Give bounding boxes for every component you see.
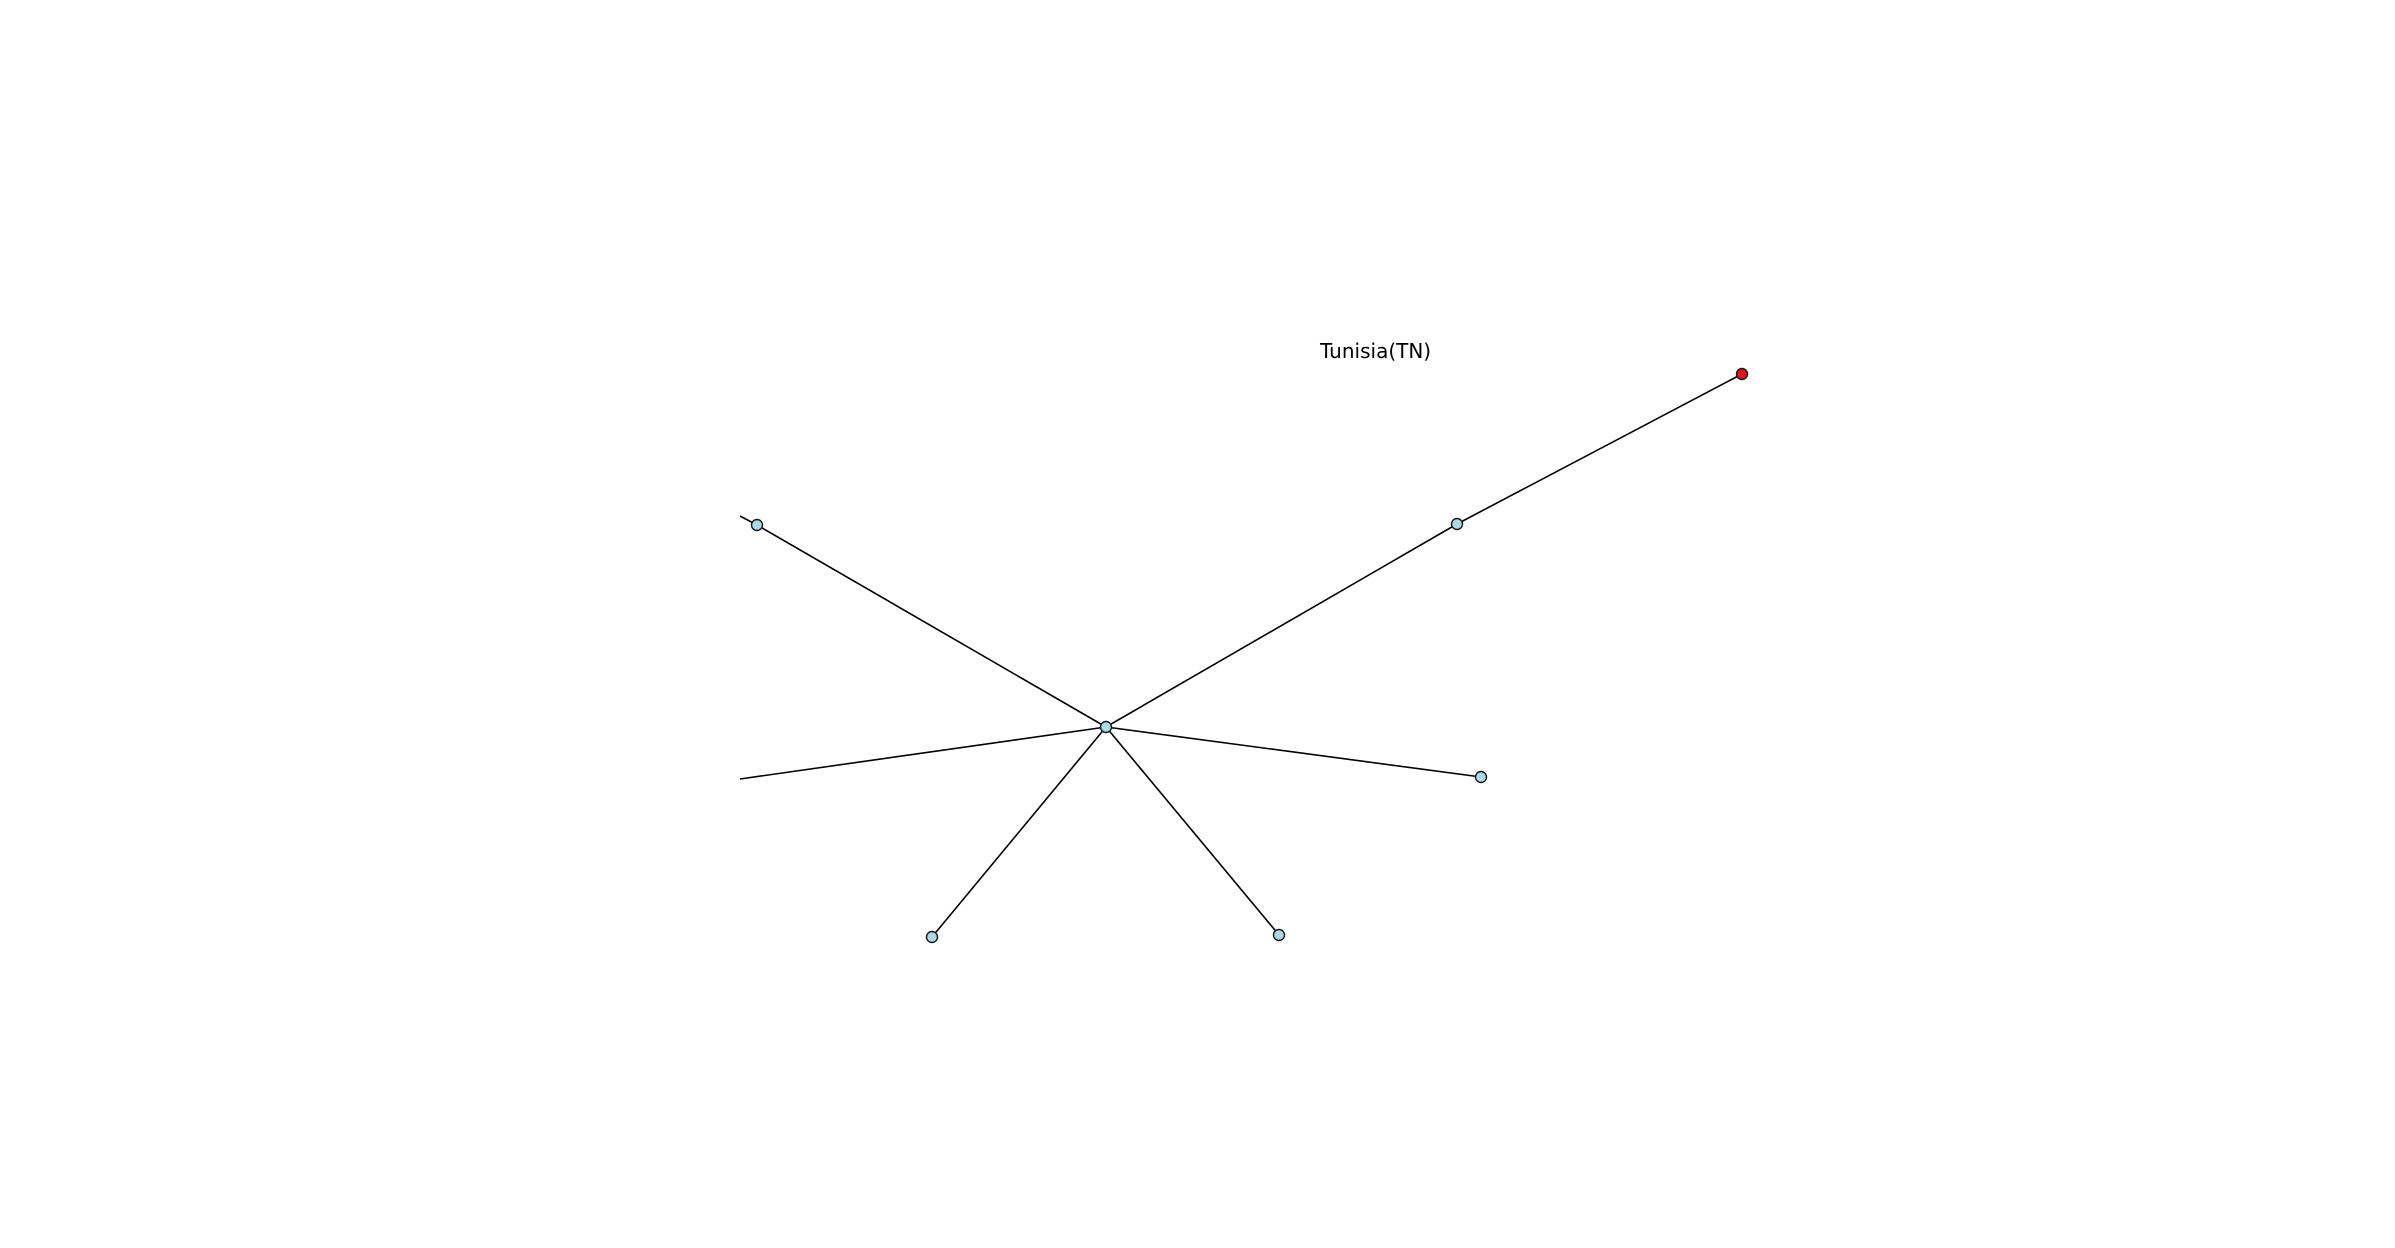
node-upper-right	[1450, 517, 1464, 531]
node-label-tunisia: Tunisia(TN)	[1319, 339, 1431, 363]
edge-center-lower-right	[1105, 726, 1280, 936]
edge-center-upper-left	[756, 524, 1107, 728]
node-lower-left	[925, 930, 939, 944]
node-right	[1474, 770, 1488, 784]
edge-center-upper-right	[1105, 523, 1458, 728]
node-upper-left	[750, 518, 764, 532]
node-tunisia	[1735, 367, 1749, 381]
node-center	[1099, 720, 1113, 734]
node-lower-right	[1272, 928, 1286, 942]
edges	[739, 373, 1743, 938]
edge-center-right	[1105, 726, 1482, 778]
edge-center-offcanvas-left	[739, 726, 1107, 780]
edge-upper-right-tunisia	[1456, 373, 1743, 525]
edge-center-lower-left	[931, 726, 1107, 938]
nodes	[750, 367, 1749, 944]
